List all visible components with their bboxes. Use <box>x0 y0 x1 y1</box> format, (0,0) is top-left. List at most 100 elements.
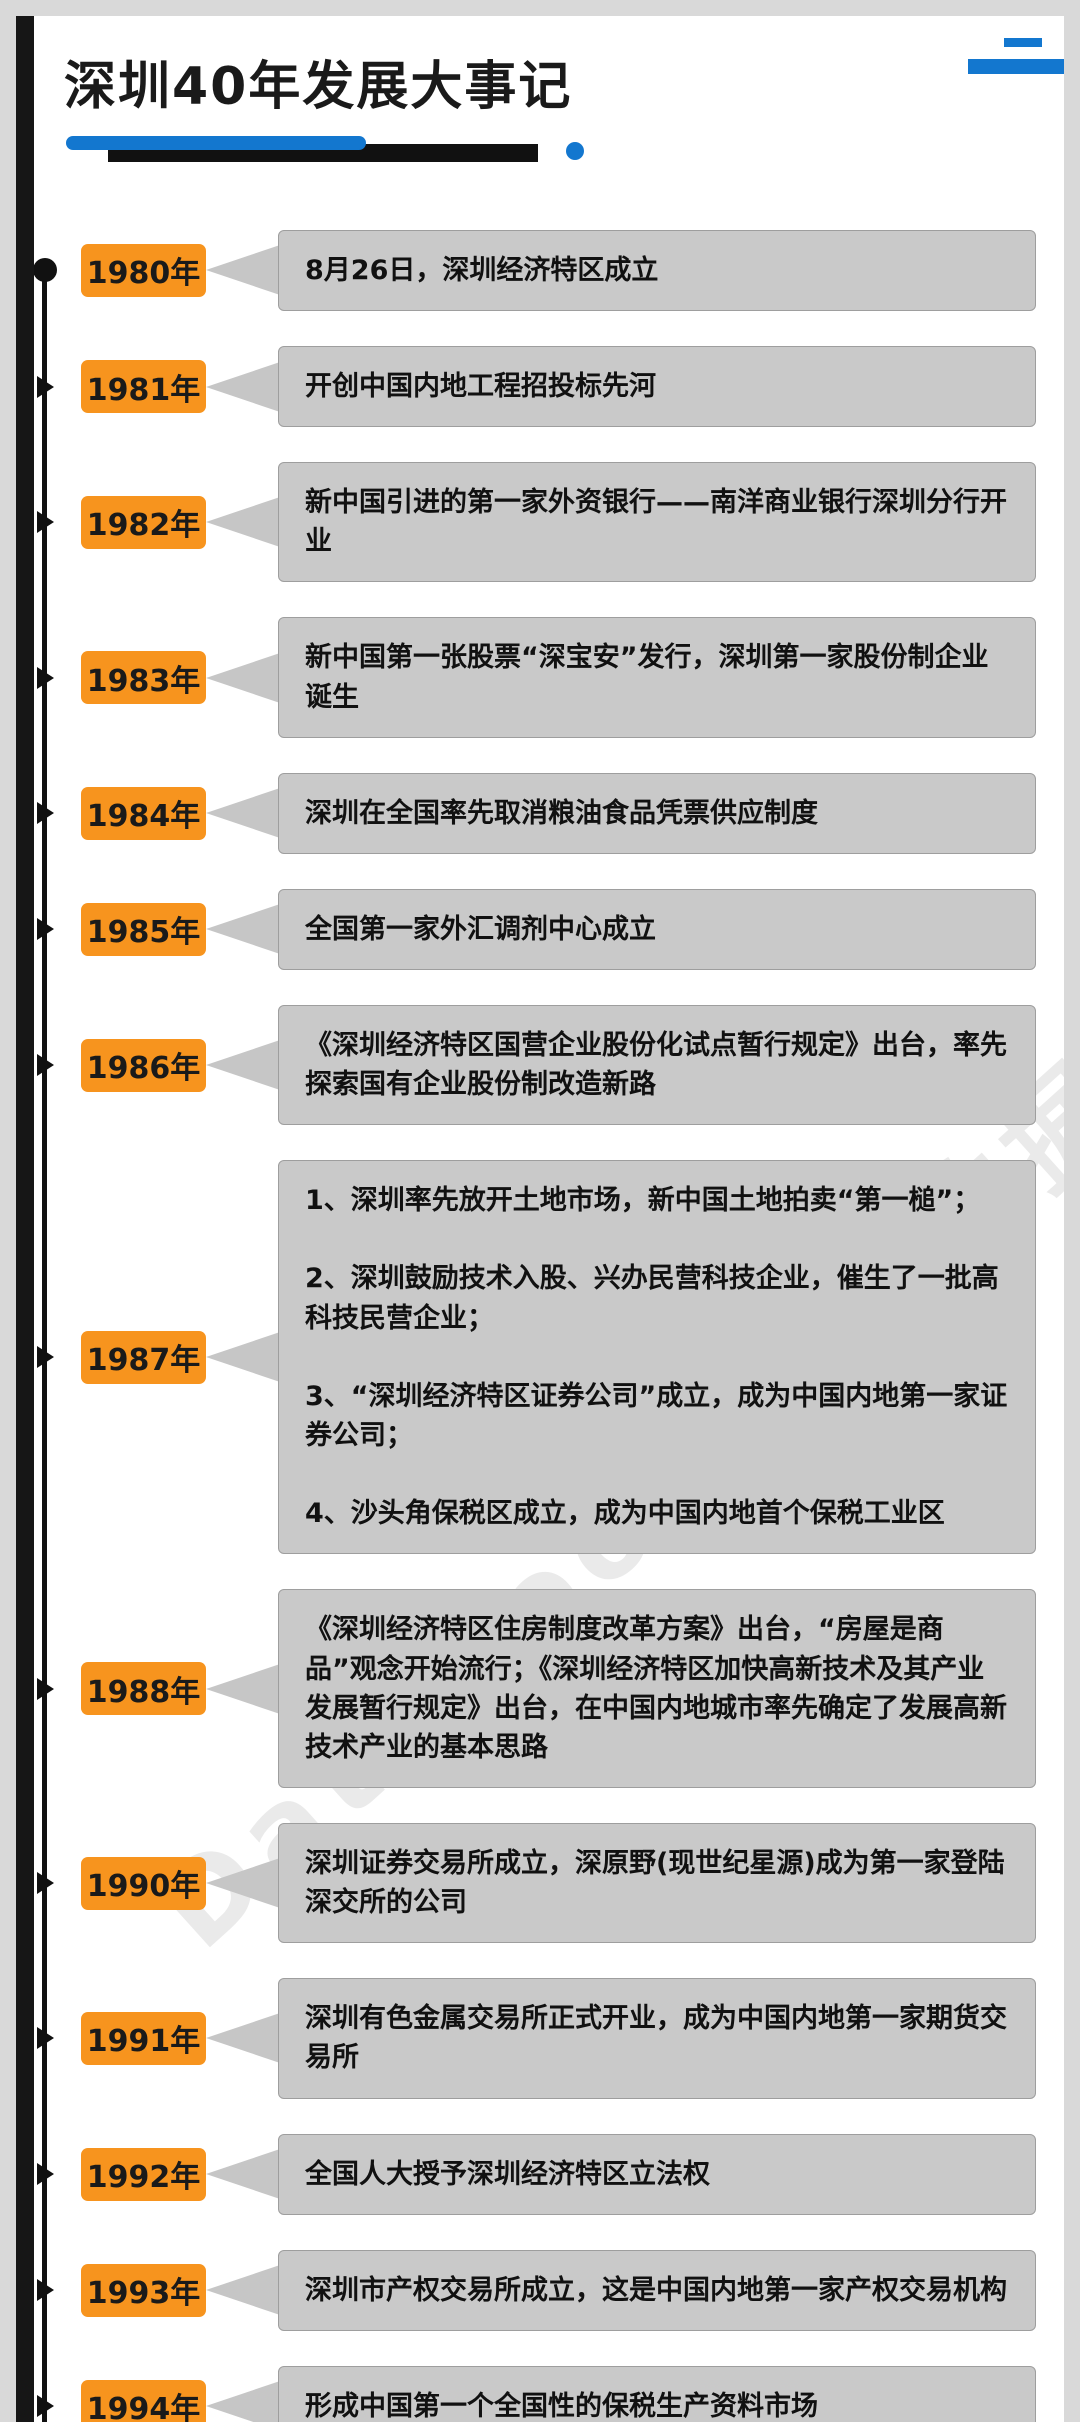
event-box: 《深圳经济特区住房制度改革方案》出台，“房屋是商品”观念开始流行；《深圳经济特区… <box>278 1589 1036 1789</box>
year-badge: 1982年 <box>81 495 206 549</box>
year-label: 1994年 <box>86 2392 201 2422</box>
event-box: 开创中国内地工程招投标先河 <box>278 345 1036 428</box>
year-label: 1983年 <box>86 663 201 699</box>
year-badge: 1992年 <box>81 2147 206 2201</box>
year-label: 1987年 <box>86 1343 201 1379</box>
year-badge: 1987年 <box>81 1330 206 1384</box>
year-label: 1981年 <box>86 372 201 408</box>
connector-arrow-icon <box>206 2265 280 2316</box>
event-box: 深圳证券交易所成立，深原野(现世纪星源)成为第一家登陆深交所的公司 <box>278 1823 1036 1944</box>
corner-accent-line-short <box>1004 38 1042 47</box>
year-badge: 1986年 <box>81 1038 206 1092</box>
year-badge: 1980年 <box>81 243 206 297</box>
page-title: 深圳40年发展大事记 <box>64 57 573 117</box>
connector-arrow-icon <box>206 2013 280 2064</box>
corner-accent-marks <box>968 38 1064 74</box>
event-text: 《深圳经济特区国营企业股份化试点暂行规定》出台，率先探索国有企业股份制改造新路 <box>305 1029 1007 1101</box>
timeline-marker-icon <box>37 1054 54 1077</box>
event-text: 深圳证券交易所成立，深原野(现世纪星源)成为第一家登陆深交所的公司 <box>305 1848 1005 1919</box>
event-box: 新中国第一张股票“深宝安”发行，深圳第一家股份制企业诞生 <box>278 617 1036 738</box>
timeline-marker-icon <box>37 2395 54 2418</box>
year-label: 1980年 <box>86 256 201 292</box>
header: 深圳40年发展大事记 <box>16 16 1064 168</box>
connector-arrow-icon <box>206 2149 280 2200</box>
year-badge: 1994年 <box>81 2379 206 2422</box>
year-badge: 1985年 <box>81 902 206 956</box>
event-text: 新中国引进的第一家外资银行——南洋商业银行深圳分行开业 <box>305 487 1007 558</box>
connector-arrow-icon <box>206 652 280 703</box>
year-badge: 1990年 <box>81 1856 206 1910</box>
event-text: 全国人大授予深圳经济特区立法权 <box>305 2158 710 2190</box>
year-label: 1984年 <box>86 799 201 835</box>
timeline-entry: 1994年 形成中国第一个全国性的保税生产资料市场 <box>16 2365 1064 2422</box>
connector-arrow-icon <box>206 1858 280 1909</box>
event-text: 深圳在全国率先取消粮油食品凭票供应制度 <box>305 797 818 829</box>
connector-arrow-icon <box>206 904 280 955</box>
year-label: 1991年 <box>86 2024 201 2060</box>
timeline-entry: 1983年 新中国第一张股票“深宝安”发行，深圳第一家股份制企业诞生 <box>16 617 1064 738</box>
timeline-entry: 1986年 《深圳经济特区国营企业股份化试点暂行规定》出台，率先探索国有企业股份… <box>16 1004 1064 1126</box>
year-label: 1993年 <box>86 2276 201 2312</box>
connector-arrow-icon <box>206 497 280 548</box>
connector-arrow-icon <box>206 245 280 296</box>
title-underline-dot <box>566 141 584 160</box>
left-accent-strip <box>16 16 34 2422</box>
event-box: 深圳市产权交易所成立，这是中国内地第一家产权交易机构 <box>278 2249 1036 2331</box>
year-badge: 1991年 <box>81 2011 206 2065</box>
event-text: 1、深圳率先放开土地市场，新中国土地拍卖“第一槌”； 2、深圳鼓励技术入股、兴办… <box>305 1185 1008 1530</box>
connector-arrow-icon <box>206 361 280 412</box>
event-box: 新中国引进的第一家外资银行——南洋商业银行深圳分行开业 <box>278 462 1036 583</box>
year-badge: 1993年 <box>81 2263 206 2317</box>
event-text: 开创中国内地工程招投标先河 <box>305 370 656 402</box>
event-text: 深圳市产权交易所成立，这是中国内地第一家产权交易机构 <box>305 2274 1007 2306</box>
event-box: 全国第一家外汇调剂中心成立 <box>278 888 1036 970</box>
event-text: 《深圳经济特区住房制度改革方案》出台，“房屋是商品”观念开始流行；《深圳经济特区… <box>305 1614 1007 1763</box>
year-badge: 1988年 <box>81 1662 206 1716</box>
timeline-entry: 1984年 深圳在全国率先取消粮油食品凭票供应制度 <box>16 772 1064 854</box>
connector-arrow-icon <box>206 788 280 839</box>
timeline-marker-icon <box>37 802 54 825</box>
timeline-marker-icon <box>37 1677 54 1700</box>
event-box: 深圳在全国率先取消粮油食品凭票供应制度 <box>278 772 1036 854</box>
timeline-marker-icon <box>37 2027 54 2050</box>
connector-arrow-icon <box>206 1663 280 1714</box>
timeline-entry: 1980年 8月26日，深圳经济特区成立 <box>16 229 1064 311</box>
timeline-entry: 1987年 1、深圳率先放开土地市场，新中国土地拍卖“第一槌”； 2、深圳鼓励技… <box>16 1160 1064 1555</box>
timeline-axis <box>42 267 47 2422</box>
event-text: 深圳有色金属交易所正式开业，成为中国内地第一家期货交易所 <box>305 2003 1007 2074</box>
timeline-marker-icon <box>37 1346 54 1369</box>
timeline-marker-icon <box>37 375 54 398</box>
year-badge: 1981年 <box>81 360 206 413</box>
title-underline <box>66 134 626 168</box>
year-label: 1982年 <box>86 508 201 544</box>
timeline-marker-icon <box>37 918 54 941</box>
timeline-entry: 1988年 《深圳经济特区住房制度改革方案》出台，“房屋是商品”观念开始流行；《… <box>16 1589 1064 1789</box>
timeline-entry: 1990年 深圳证券交易所成立，深原野(现世纪星源)成为第一家登陆深交所的公司 <box>16 1823 1064 1944</box>
year-badge: 1984年 <box>81 786 206 840</box>
event-text: 全国第一家外汇调剂中心成立 <box>305 913 656 945</box>
timeline-marker-icon <box>37 511 54 534</box>
event-box: 8月26日，深圳经济特区成立 <box>278 229 1036 311</box>
event-box: 全国人大授予深圳经济特区立法权 <box>278 2133 1036 2215</box>
timeline-entry: 1985年 全国第一家外汇调剂中心成立 <box>16 888 1064 970</box>
connector-arrow-icon <box>206 2381 280 2422</box>
year-label: 1986年 <box>86 1051 201 1087</box>
timeline-entry: 1981年 开创中国内地工程招投标先河 <box>16 345 1064 428</box>
timeline-entry: 1982年 新中国引进的第一家外资银行——南洋商业银行深圳分行开业 <box>16 462 1064 583</box>
year-label: 1990年 <box>86 1869 201 1905</box>
year-badge: 1983年 <box>81 651 206 704</box>
timeline-marker-icon <box>37 666 54 689</box>
timeline-marker-icon <box>33 258 57 283</box>
connector-arrow-icon <box>206 1332 280 1383</box>
event-box: 《深圳经济特区国营企业股份化试点暂行规定》出台，率先探索国有企业股份制改造新路 <box>278 1004 1036 1126</box>
timeline-entry: 1992年 全国人大授予深圳经济特区立法权 <box>16 2133 1064 2215</box>
year-label: 1992年 <box>86 2160 201 2196</box>
event-text: 形成中国第一个全国性的保税生产资料市场 <box>305 2390 818 2422</box>
year-label: 1988年 <box>86 1674 201 1710</box>
timeline-entry: 1993年 深圳市产权交易所成立，这是中国内地第一家产权交易机构 <box>16 2249 1064 2331</box>
event-box: 深圳有色金属交易所正式开业，成为中国内地第一家期货交易所 <box>278 1978 1036 2099</box>
timeline-marker-icon <box>37 2279 54 2302</box>
connector-arrow-icon <box>206 1040 280 1091</box>
year-label: 1985年 <box>86 915 201 951</box>
timeline: 1980年 8月26日，深圳经济特区成立 1981年 开创中国内地工程招投标先河… <box>16 229 1064 2422</box>
